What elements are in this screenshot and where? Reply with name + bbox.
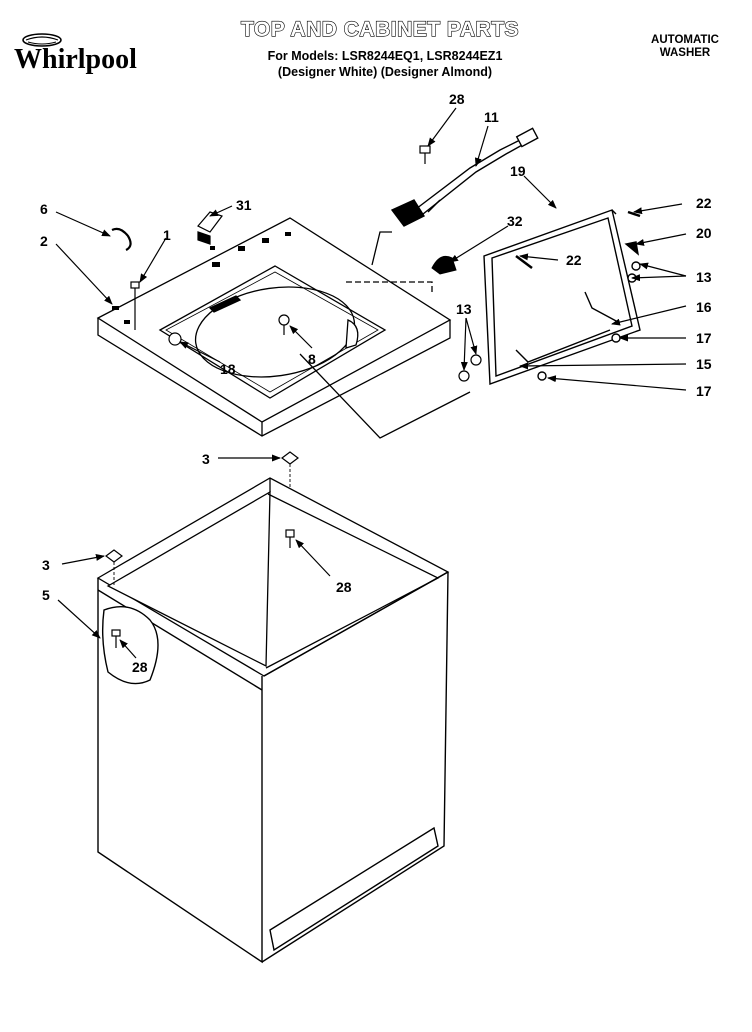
callout-2: 2	[40, 233, 48, 249]
callout-5: 5	[42, 587, 50, 603]
part-28-screw-cabinet-right	[285, 529, 295, 548]
callout-20: 20	[696, 225, 712, 241]
callout-18: 18	[220, 361, 236, 377]
designer-line: (Designer White) (Designer Almond)	[277, 65, 493, 79]
callout-3-upper: 3	[202, 451, 210, 467]
callout-31: 31	[236, 197, 252, 213]
callout-13-left: 13	[456, 301, 472, 317]
product-type: AUTOMATIC WASHER	[620, 34, 750, 60]
callout-16: 16	[696, 299, 712, 315]
callout-17-lower: 17	[696, 383, 712, 399]
callout-17-upper: 17	[696, 330, 712, 346]
callout-28-cutaway: 28	[132, 659, 148, 675]
part-6-clip	[111, 227, 132, 251]
callout-13-right: 13	[696, 269, 712, 285]
callout-8: 8	[308, 351, 316, 367]
part-13-screws	[458, 354, 482, 382]
callout-3-lower: 3	[42, 557, 50, 573]
callout-32: 32	[507, 213, 523, 229]
part-1-pin	[130, 281, 140, 330]
models-info: For Models: LSR8244EQ1, LSR8244EZ1 (Desi…	[230, 48, 540, 80]
callout-22-right: 22	[696, 195, 712, 211]
callout-15: 15	[696, 356, 712, 372]
callout-labels: 28 11 19 6 31 1 2 32 22 22 20 13 13 16 1…	[40, 91, 712, 675]
whirlpool-logo: Whirlpool	[14, 33, 137, 75]
part-28-screw-cabinet-left	[111, 629, 121, 648]
callout-22-inner: 22	[566, 252, 582, 268]
part-3-clip-lower	[105, 549, 123, 563]
lid-assembly	[483, 209, 641, 385]
svg-text:Whirlpool: Whirlpool	[14, 44, 137, 75]
part-11-wire-harness	[390, 127, 539, 227]
part-8-screw	[278, 314, 290, 335]
part-28-screw-top	[419, 145, 431, 164]
part-18-bumper	[168, 332, 182, 346]
part-32-actuator	[431, 255, 457, 275]
models-line: For Models: LSR8244EQ1, LSR8244EZ1	[267, 49, 503, 63]
part-31-bracket	[197, 211, 223, 245]
callout-19: 19	[510, 163, 526, 179]
part-3-clip-upper	[281, 451, 299, 465]
leader-arrows	[55, 107, 687, 659]
top-panel	[96, 217, 471, 439]
product-type-line1: AUTOMATIC	[651, 34, 719, 46]
product-type-line2: WASHER	[659, 47, 711, 59]
part-5-cabinet	[97, 571, 449, 964]
callout-28-cabinet: 28	[336, 579, 352, 595]
callout-28-top: 28	[449, 91, 465, 107]
callout-1: 1	[163, 227, 171, 243]
callout-11: 11	[484, 109, 499, 125]
callout-6: 6	[40, 201, 48, 217]
page-title: TOP AND CABINET PARTS	[240, 17, 520, 41]
